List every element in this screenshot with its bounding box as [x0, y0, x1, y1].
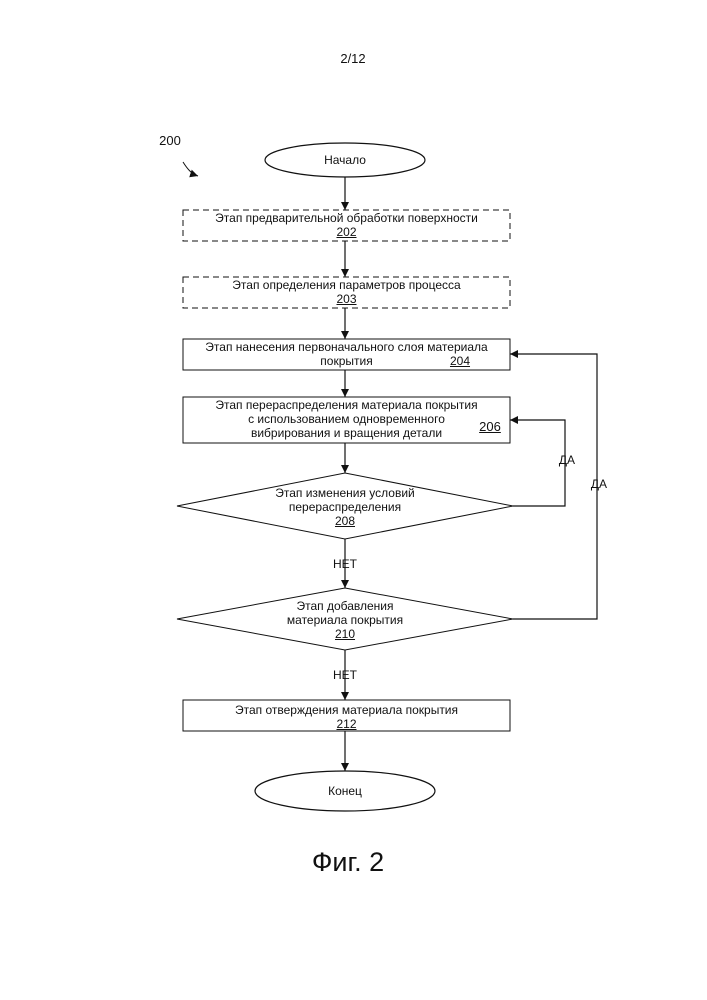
- step-204-label-1: Этап нанесения первоначального слоя мате…: [183, 340, 510, 354]
- decision-208-label-1: Этап изменения условий: [220, 486, 470, 500]
- end-label: Конец: [255, 784, 435, 798]
- edge-label-no-208: НЕТ: [325, 557, 365, 571]
- decision-208-label-2: перераспределения: [220, 500, 470, 514]
- step-203-label: Этап определения параметров процесса: [183, 278, 510, 292]
- figure-caption: Фиг. 2: [273, 846, 423, 878]
- page-number: 2/12: [313, 52, 393, 66]
- decision-210-label-1: Этап добавления: [220, 599, 470, 613]
- step-202-ref: 202: [183, 225, 510, 239]
- edge-label-yes-210: ДА: [584, 477, 614, 491]
- decision-208-ref: 208: [320, 514, 370, 528]
- step-206-label-3: вибрирования и вращения детали: [183, 426, 510, 440]
- step-206-label-2: с использованием одновременного: [183, 412, 510, 426]
- decision-210-label-2: материала покрытия: [220, 613, 470, 627]
- edge-label-no-210: НЕТ: [325, 668, 365, 682]
- step-206-ref: 206: [472, 420, 508, 434]
- edge-label-yes-208: ДА: [552, 453, 582, 467]
- start-label: Начало: [265, 153, 425, 167]
- step-212-ref: 212: [183, 717, 510, 731]
- step-206-label-1: Этап перераспределения материала покрыти…: [183, 398, 510, 412]
- decision-210-ref: 210: [320, 627, 370, 641]
- step-204-ref: 204: [440, 354, 480, 368]
- step-212-label: Этап отверждения материала покрытия: [183, 703, 510, 717]
- step-203-ref: 203: [183, 292, 510, 306]
- step-202-label: Этап предварительной обработки поверхнос…: [183, 211, 510, 225]
- ref-200-pointer: [183, 162, 198, 176]
- diagram-ref-200: 200: [150, 134, 190, 148]
